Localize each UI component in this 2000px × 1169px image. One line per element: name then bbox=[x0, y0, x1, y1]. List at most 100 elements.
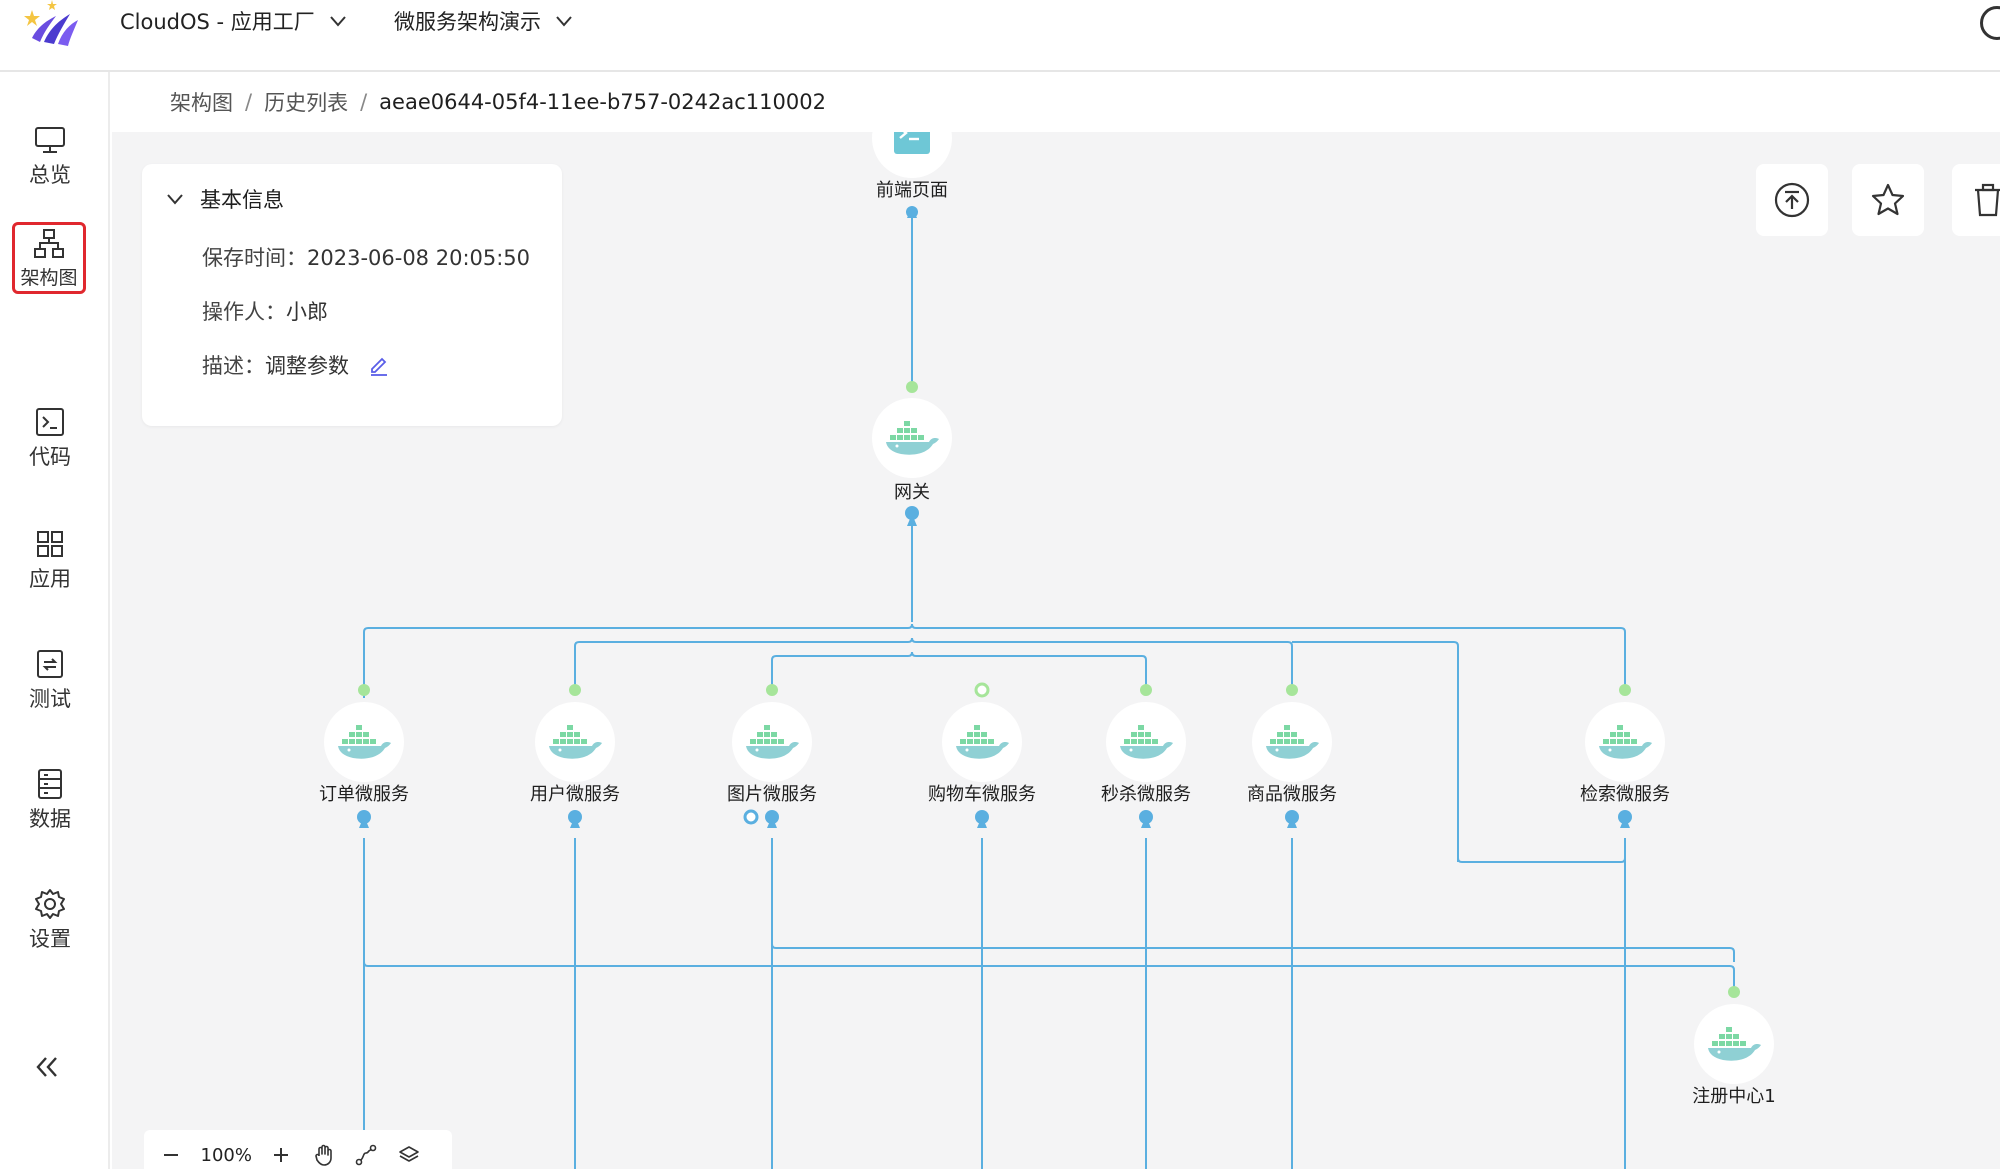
top-bar: CloudOS - 应用工厂 微服务架构演示 bbox=[0, 0, 2000, 72]
edge-search-gateway bbox=[911, 623, 1626, 688]
breadcrumb-architecture[interactable]: 架构图 bbox=[170, 91, 233, 115]
breadcrumb: 架构图 / 历史列表 / aeae0644-05f4-11ee-b757-024… bbox=[112, 72, 2000, 132]
chevron-down-icon bbox=[556, 16, 572, 27]
node-seckill-service[interactable] bbox=[1106, 702, 1186, 782]
favorite-button[interactable] bbox=[1852, 164, 1924, 236]
port-out bbox=[906, 206, 918, 218]
port-out bbox=[765, 810, 779, 824]
docker-icon bbox=[886, 421, 939, 455]
zoom-toolbar: 100% bbox=[144, 1130, 452, 1169]
node-label: 注册中心1 bbox=[1692, 1086, 1776, 1107]
docker-icon bbox=[1708, 1027, 1761, 1061]
terminal-icon bbox=[36, 408, 64, 436]
collapse-sidebar-icon[interactable] bbox=[30, 1050, 64, 1084]
sidebar-item-architecture[interactable]: 架构图 bbox=[12, 222, 86, 294]
apps-grid-icon bbox=[37, 531, 63, 557]
node-product-service[interactable] bbox=[1252, 702, 1332, 782]
sidebar-item-label: 应用 bbox=[29, 567, 71, 591]
breadcrumb-separator: / bbox=[360, 90, 368, 114]
breadcrumb-separator: / bbox=[245, 90, 253, 114]
description-value: 调整参数 bbox=[265, 354, 349, 378]
project-menu-label: 微服务架构演示 bbox=[394, 10, 541, 34]
breadcrumb-history-list[interactable]: 历史列表 bbox=[264, 91, 349, 115]
port-out bbox=[357, 810, 371, 824]
basic-info-toggle[interactable]: 基本信息 bbox=[166, 184, 284, 214]
edges-layer bbox=[357, 206, 1740, 1169]
docker-icon bbox=[549, 725, 602, 759]
save-time-value: 2023-06-08 20:05:50 bbox=[307, 246, 531, 270]
docker-icon bbox=[1599, 725, 1652, 759]
project-menu[interactable]: 微服务架构演示 bbox=[394, 6, 573, 36]
node-label: 检索微服务 bbox=[1580, 784, 1670, 805]
minus-icon bbox=[164, 1154, 179, 1156]
architecture-icon bbox=[34, 228, 64, 258]
database-icon bbox=[38, 769, 62, 799]
sidebar-item-apps[interactable]: 应用 bbox=[0, 512, 100, 608]
edge-product-search-branch bbox=[1292, 641, 1459, 862]
node-label: 订单微服务 bbox=[319, 784, 409, 805]
terminal-node-icon bbox=[894, 132, 930, 154]
sidebar-item-label: 设置 bbox=[29, 927, 71, 951]
test-icon bbox=[37, 650, 63, 678]
chevron-down-icon bbox=[330, 16, 346, 27]
node-label: 用户微服务 bbox=[530, 784, 620, 805]
port-in bbox=[1619, 684, 1631, 696]
basic-info-title: 基本信息 bbox=[200, 188, 284, 212]
port-in bbox=[1728, 986, 1740, 998]
breadcrumb-current-id: aeae0644-05f4-11ee-b757-0242ac110002 bbox=[379, 90, 826, 114]
sidebar-item-code[interactable]: 代码 bbox=[0, 390, 100, 486]
description-row: 描述：调整参数 bbox=[202, 350, 390, 380]
node-label: 购物车微服务 bbox=[928, 784, 1036, 805]
trash-icon bbox=[1975, 183, 2000, 217]
zoom-out-button[interactable] bbox=[158, 1141, 185, 1169]
port-out bbox=[905, 506, 919, 520]
node-label: 网关 bbox=[894, 482, 930, 503]
docker-icon bbox=[1120, 725, 1173, 759]
docker-icon bbox=[746, 725, 799, 759]
node-cart-service[interactable] bbox=[942, 702, 1022, 782]
architecture-canvas[interactable]: 基本信息 保存时间：2023-06-08 20:05:50 操作人：小郎 描述：… bbox=[112, 132, 2000, 1169]
docker-icon bbox=[338, 725, 391, 759]
basic-info-panel: 基本信息 保存时间：2023-06-08 20:05:50 操作人：小郎 描述：… bbox=[142, 164, 562, 426]
node-label: 商品微服务 bbox=[1247, 784, 1337, 805]
node-registry[interactable] bbox=[1694, 1004, 1774, 1084]
sidebar-item-overview[interactable]: 总览 bbox=[0, 108, 100, 204]
hand-icon bbox=[314, 1144, 332, 1166]
layers-button[interactable] bbox=[395, 1141, 422, 1169]
delete-button[interactable] bbox=[1952, 164, 2000, 236]
app-menu[interactable]: CloudOS - 应用工厂 bbox=[120, 6, 347, 36]
publish-button[interactable] bbox=[1756, 164, 1828, 236]
edge-seckill-gateway bbox=[911, 651, 1147, 688]
user-avatar-icon[interactable] bbox=[1980, 6, 2000, 40]
sidebar-item-label: 总览 bbox=[29, 163, 71, 187]
connector-icon bbox=[355, 1144, 377, 1166]
app-menu-label: CloudOS - 应用工厂 bbox=[120, 10, 315, 34]
pan-tool-button[interactable] bbox=[310, 1141, 337, 1169]
node-gateway[interactable] bbox=[872, 398, 952, 478]
node-label: 前端页面 bbox=[876, 180, 948, 201]
docker-icon bbox=[1266, 725, 1319, 759]
node-user-service[interactable] bbox=[535, 702, 615, 782]
port-in bbox=[358, 684, 370, 696]
port-out bbox=[975, 810, 989, 824]
edge-search-branch bbox=[1457, 846, 1626, 863]
save-time-label: 保存时间： bbox=[202, 246, 307, 270]
node-search-service[interactable] bbox=[1585, 702, 1665, 782]
zoom-in-button[interactable] bbox=[268, 1141, 295, 1169]
sidebar-item-data[interactable]: 数据 bbox=[0, 752, 100, 848]
port-in bbox=[569, 684, 581, 696]
node-label: 图片微服务 bbox=[727, 784, 817, 805]
connect-tool-button[interactable] bbox=[353, 1141, 380, 1169]
node-image-service[interactable] bbox=[732, 702, 812, 782]
node-order-service[interactable] bbox=[324, 702, 404, 782]
zoom-level: 100% bbox=[200, 1144, 252, 1166]
edit-icon[interactable] bbox=[368, 354, 390, 376]
port-out bbox=[1285, 810, 1299, 824]
port-in-empty bbox=[974, 682, 990, 698]
logo-icon[interactable] bbox=[22, 0, 80, 48]
sidebar-item-test[interactable]: 测试 bbox=[0, 632, 100, 728]
edge-user-gateway bbox=[574, 637, 913, 688]
edge-order-gateway bbox=[363, 623, 913, 698]
port-in bbox=[906, 381, 918, 393]
sidebar-item-settings[interactable]: 设置 bbox=[0, 872, 100, 968]
